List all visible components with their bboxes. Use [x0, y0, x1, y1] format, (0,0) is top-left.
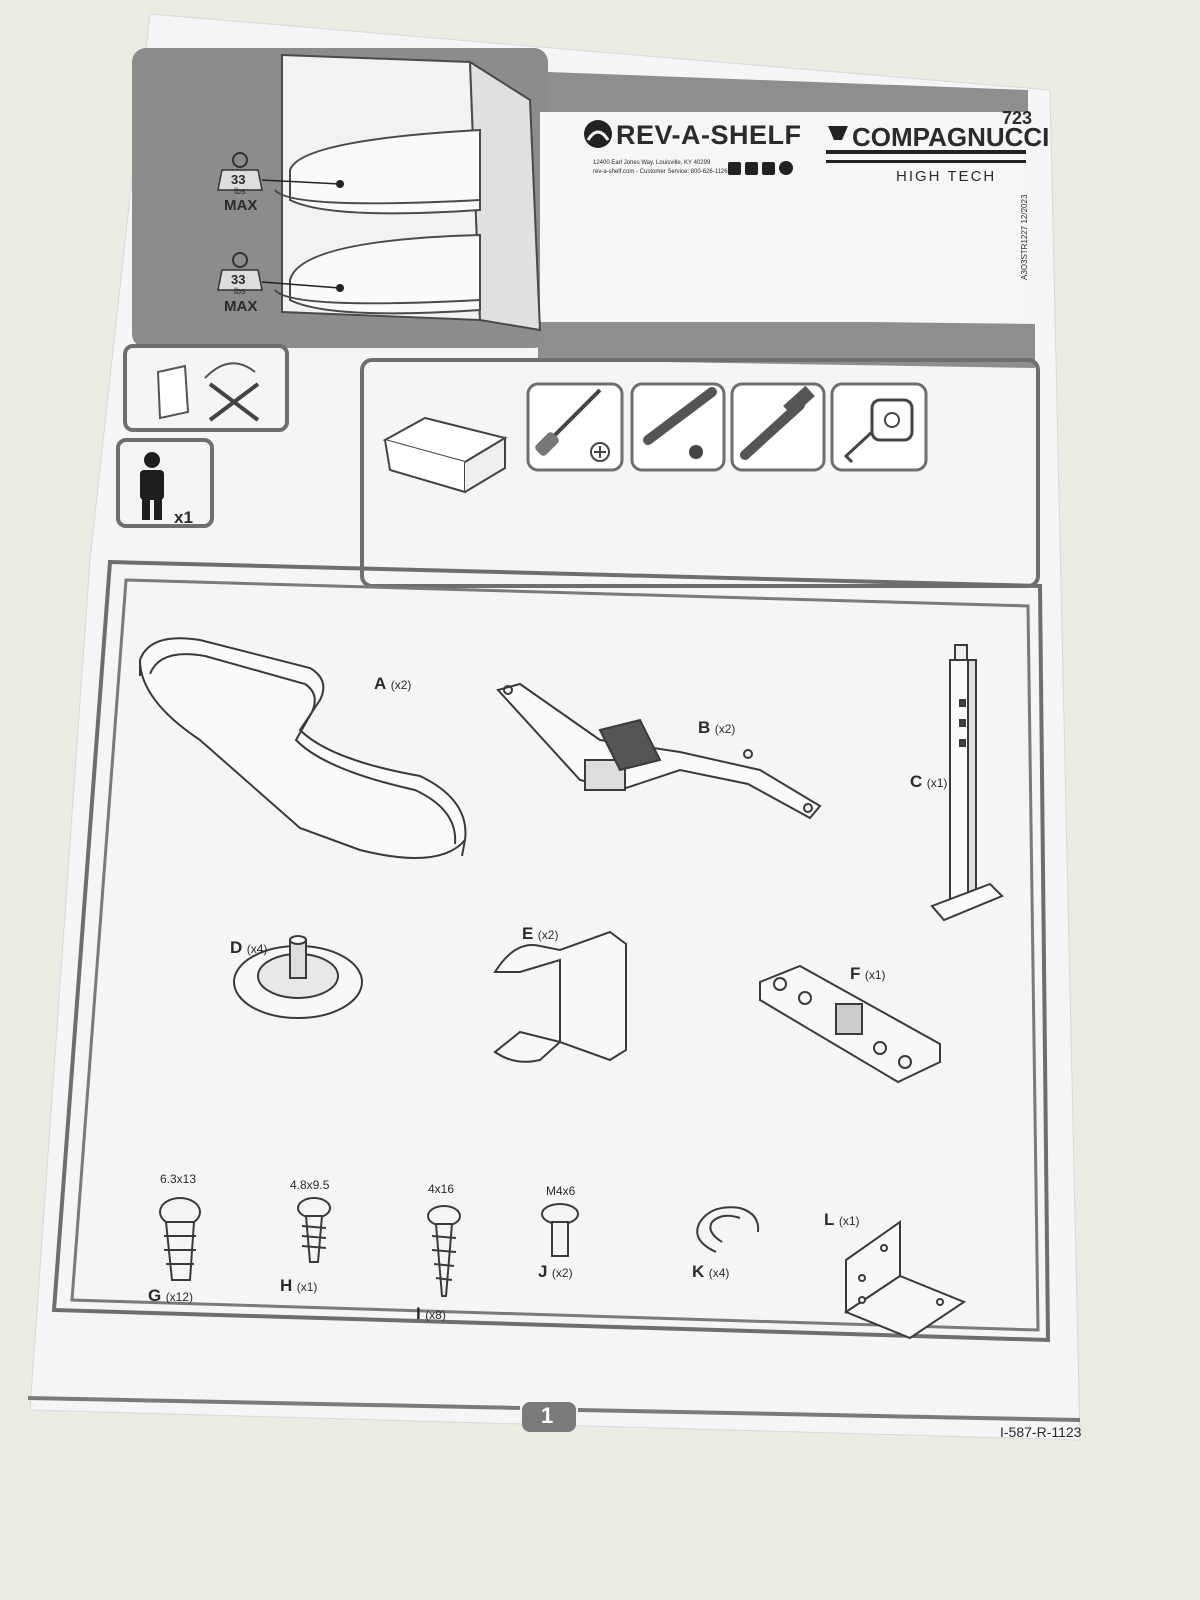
part-l-bracket — [843, 1220, 967, 1340]
page-number-badge — [522, 1402, 576, 1432]
weight-unit: lbs — [234, 286, 246, 296]
tape-measure-icon — [843, 398, 914, 464]
parts-inner-frame — [70, 578, 1040, 1332]
part-letter: F — [850, 964, 861, 983]
part-d-pivot — [233, 935, 363, 1019]
part-letter: C — [910, 772, 923, 791]
person-box — [116, 438, 214, 528]
part-qty: (x4) — [246, 942, 268, 956]
part-qty: (x1) — [296, 1280, 318, 1294]
unpack-box — [123, 344, 289, 432]
compagnucci-wordmark: COMPAGNUCCI — [852, 122, 1050, 152]
weight-icon — [217, 152, 344, 191]
part-a-shelf — [138, 637, 467, 859]
part-k-clip — [696, 1206, 760, 1253]
part-e-bracket — [493, 930, 627, 1063]
part-g-screw — [159, 1197, 201, 1281]
header-band-bottom — [538, 318, 1035, 368]
part-qty: (x1) — [838, 1214, 860, 1228]
part-letter: J — [538, 1262, 548, 1281]
part-i-size: 4x16 — [428, 1182, 455, 1196]
part-letter: E — [522, 924, 534, 943]
person-icon — [140, 452, 164, 520]
part-letter: K — [692, 1262, 705, 1281]
revashelf-wordmark: REV-A-SHELF — [616, 120, 802, 150]
part-i-label: I (x8) — [416, 1304, 446, 1324]
person-count: x1 — [174, 508, 193, 527]
part-h-label: H (x1) — [280, 1276, 317, 1296]
side-code: A3O3STR1227 12/2023 — [1020, 194, 1029, 280]
doc-code: I-587-R-1123 — [1000, 1424, 1082, 1440]
part-g-label: G (x12) — [148, 1286, 193, 1306]
compagnucci-logo — [826, 126, 1026, 163]
header-white-area — [540, 112, 1030, 322]
weight-max: MAX — [224, 298, 258, 315]
unpack-icon — [156, 362, 260, 422]
social-icons — [728, 161, 793, 175]
part-qty: (x4) — [708, 1266, 730, 1280]
footer-line-right — [577, 1408, 1081, 1422]
part-qty: (x2) — [551, 1266, 573, 1280]
part-c-post — [930, 644, 1004, 922]
revashelf-contact: rev-a-shelf.com - Customer Service: 800-… — [593, 169, 728, 175]
part-j-screw — [541, 1203, 579, 1257]
part-d-label: D (x4) — [230, 938, 267, 958]
part-letter: A — [374, 674, 387, 693]
revashelf-logo — [584, 120, 612, 148]
model-number: 723 — [1002, 108, 1033, 128]
weight-value: 33 — [231, 272, 246, 287]
part-qty: (x1) — [864, 968, 886, 982]
weight-value: 33 — [231, 172, 246, 187]
part-qty: (x12) — [165, 1290, 194, 1304]
part-letter: D — [230, 938, 243, 957]
part-j-label: J (x2) — [538, 1262, 573, 1282]
part-letter: L — [824, 1210, 835, 1229]
weight-icon — [217, 252, 344, 292]
page-number: 1 — [541, 1403, 554, 1428]
part-h-size: 4.8x9.5 — [290, 1178, 330, 1192]
part-g-size: 6.3x13 — [160, 1172, 197, 1186]
part-b-label: B (x2) — [698, 718, 735, 738]
part-qty: (x2) — [537, 928, 559, 942]
part-letter: G — [148, 1286, 162, 1305]
part-letter: H — [280, 1276, 293, 1295]
parts-outer-frame — [51, 559, 1051, 1343]
revashelf-address: 12400 Earl Jones Way, Louisville, KY 402… — [593, 160, 711, 166]
part-letter: B — [698, 718, 711, 737]
part-h-screw — [297, 1197, 331, 1263]
tools-box — [360, 358, 1040, 588]
part-a-label: A (x2) — [374, 674, 411, 694]
weight-max: MAX — [224, 197, 258, 214]
part-l-label: L (x1) — [824, 1210, 860, 1230]
part-c-label: C (x1) — [910, 772, 947, 792]
toolbox-icon — [382, 416, 508, 494]
weight-unit: lbs — [234, 186, 246, 196]
flathead-screwdriver-icon — [643, 387, 717, 459]
part-b-arm — [496, 682, 822, 820]
part-qty: (x2) — [390, 678, 412, 692]
part-i-screw — [427, 1205, 461, 1297]
compagnucci-tagline: HIGH TECH — [896, 168, 997, 185]
part-qty: (x2) — [714, 722, 736, 736]
phillips-screwdriver-icon — [535, 388, 610, 462]
part-qty: (x8) — [425, 1308, 446, 1322]
lazy-susan-illustration — [274, 53, 542, 332]
footer-line-left — [27, 1396, 521, 1410]
part-letter: I — [416, 1304, 421, 1323]
part-f-plate — [759, 964, 941, 1084]
part-qty: (x1) — [926, 776, 948, 790]
hammer-icon — [740, 385, 815, 460]
part-f-label: F (x1) — [850, 964, 886, 984]
part-e-label: E (x2) — [522, 924, 558, 944]
part-k-label: K (x4) — [692, 1262, 729, 1282]
part-j-size: M4x6 — [546, 1184, 576, 1198]
